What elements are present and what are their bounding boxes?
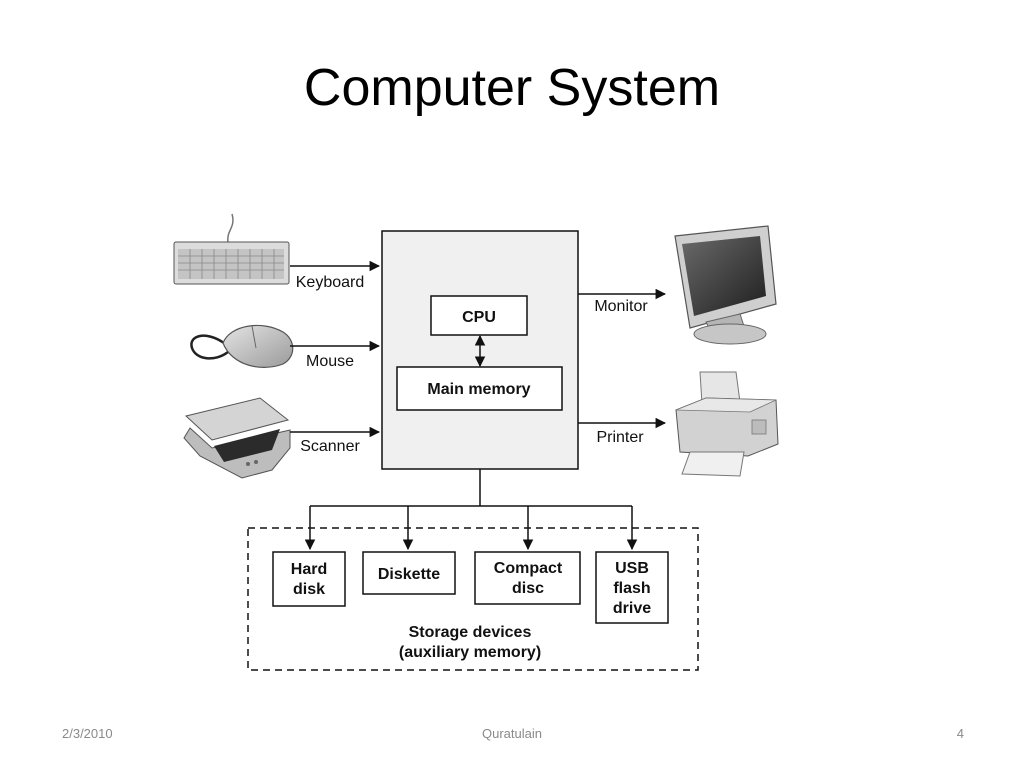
usb-label-line2: flash bbox=[613, 580, 650, 597]
hard-disk-box bbox=[272, 551, 346, 607]
printer-label: Printer bbox=[596, 429, 644, 446]
slide-title: Computer System bbox=[303, 59, 721, 117]
usb-label-line3: drive bbox=[613, 600, 651, 617]
footer-page-number: 4 bbox=[956, 726, 964, 741]
monitor-label: Monitor bbox=[594, 298, 648, 315]
printer-icon bbox=[675, 371, 779, 477]
cpu-label: CPU bbox=[462, 309, 496, 326]
footer-author: Quratulain bbox=[482, 726, 542, 741]
compact-disc-box bbox=[474, 551, 581, 605]
usb-label-line1: USB bbox=[615, 560, 649, 577]
usb-flash-drive-box bbox=[595, 551, 669, 624]
compact-disc-label-line2: disc bbox=[512, 580, 544, 597]
hard-disk-label-line1: Hard bbox=[291, 561, 327, 578]
keyboard-label: Keyboard bbox=[296, 274, 365, 291]
mouse-icon bbox=[190, 324, 294, 368]
mouse-label: Mouse bbox=[306, 353, 354, 370]
keyboard-icon bbox=[173, 213, 290, 285]
footer-date: 2/3/2010 bbox=[62, 726, 113, 741]
storage-container bbox=[247, 527, 699, 671]
storage-caption-line2: (auxiliary memory) bbox=[399, 644, 541, 661]
scanner-icon bbox=[183, 397, 291, 479]
diskette-label: Diskette bbox=[378, 566, 440, 583]
main-memory-box bbox=[396, 366, 563, 411]
monitor-icon bbox=[674, 225, 777, 345]
diskette-box bbox=[362, 551, 456, 595]
main-memory-label: Main memory bbox=[427, 381, 530, 398]
storage-caption-line1: Storage devices bbox=[409, 624, 532, 641]
storage-connector bbox=[304, 469, 638, 551]
compact-disc-label-line1: Compact bbox=[494, 560, 563, 577]
cpu-box bbox=[430, 295, 528, 336]
hard-disk-label-line2: disk bbox=[293, 581, 325, 598]
scanner-label: Scanner bbox=[300, 438, 360, 455]
